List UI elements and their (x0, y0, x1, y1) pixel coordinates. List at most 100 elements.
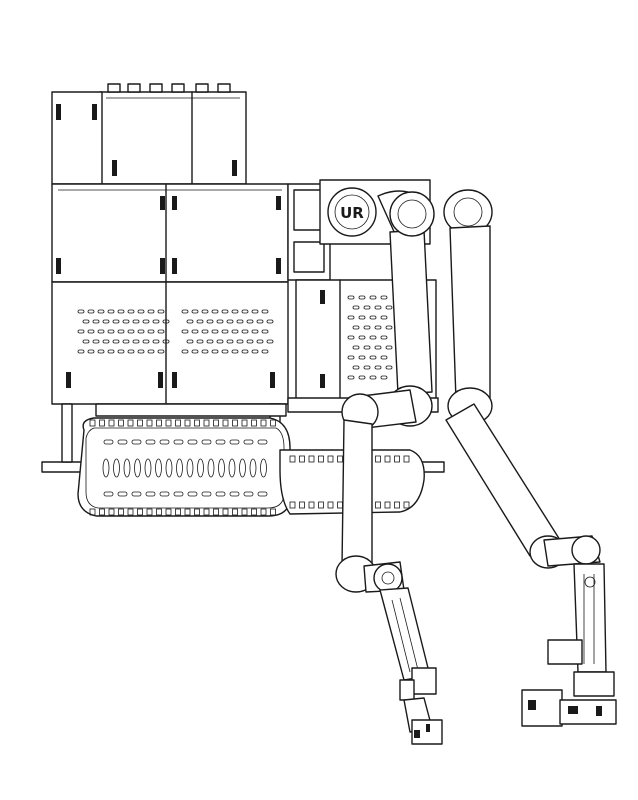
vent-slot (92, 339, 100, 344)
tread-lug (194, 508, 200, 516)
vent-slot (369, 315, 377, 320)
vent-slot (162, 319, 170, 324)
vent-slot (107, 349, 115, 354)
vent-slot (147, 309, 155, 314)
vent-slot (236, 339, 244, 344)
vent-slot (380, 315, 388, 320)
track-slot (145, 491, 156, 497)
track-slot (103, 439, 114, 445)
tread-lug (308, 501, 315, 509)
ur-logo-joint: UR (327, 187, 377, 237)
side-vent-slots (347, 295, 393, 380)
track-slot (145, 439, 156, 445)
vent-slot (152, 339, 160, 344)
vent-slot (181, 309, 189, 314)
tread-lug (260, 508, 267, 516)
vent-slot (241, 309, 249, 314)
tread-lug (394, 501, 400, 509)
track-slot (201, 491, 212, 497)
vent-slot (369, 295, 377, 300)
vent-slot (221, 329, 229, 334)
left-robot-arm (335, 190, 443, 745)
vent-slots (77, 309, 274, 354)
track-slot (131, 439, 142, 445)
track-slot (243, 491, 254, 497)
vent-slot (363, 365, 371, 370)
tread-lug (232, 508, 238, 516)
track-hole (134, 458, 141, 478)
vent-slot (127, 329, 135, 334)
track-slot (173, 439, 184, 445)
vent-slot (87, 309, 95, 314)
vent-slot (251, 349, 259, 354)
vent-slot (87, 329, 95, 334)
tread-lug (156, 508, 162, 516)
tread-lug (184, 508, 191, 516)
vent-slot (201, 329, 209, 334)
track-holes (102, 439, 268, 497)
vent-slot (127, 349, 135, 354)
vent-slot (82, 319, 90, 324)
tread-lug (194, 419, 200, 427)
track-hole (197, 458, 204, 478)
vent-slot (347, 315, 355, 320)
vent-slot (352, 305, 360, 310)
vent-slot (347, 335, 355, 340)
vent-slot (385, 325, 393, 330)
vent-slot (216, 319, 224, 324)
vent-slot (241, 329, 249, 334)
vent-slot (347, 295, 355, 300)
tread-lug (327, 455, 334, 463)
track-slot (117, 491, 128, 497)
vent-slot (206, 339, 214, 344)
vent-slot (380, 375, 388, 380)
vent-slot (97, 309, 105, 314)
vent-slot (157, 329, 165, 334)
right-robot-arm (443, 189, 617, 727)
vent-slot (226, 339, 234, 344)
track-slot (229, 439, 240, 445)
vent-slot (77, 309, 85, 314)
vent-slot (132, 319, 140, 324)
tread-lug (222, 419, 229, 427)
vent-slot (221, 349, 229, 354)
tread-lug (108, 419, 115, 427)
tread-lug (165, 508, 172, 516)
tread-lug (146, 508, 153, 516)
tread-lug (156, 419, 162, 427)
tread-lug (175, 419, 181, 427)
track-slot (187, 491, 198, 497)
vent-slot (358, 315, 366, 320)
track-hole (102, 458, 110, 478)
tread-lug (318, 455, 324, 463)
vent-slot (358, 335, 366, 340)
vent-slot (142, 339, 150, 344)
vent-slot (385, 305, 393, 310)
middle-cabinet (51, 183, 289, 283)
vent-slot (137, 349, 145, 354)
track-hole (260, 458, 267, 478)
tread-lug (299, 501, 305, 509)
tread-lug (299, 455, 305, 463)
vent-slot (363, 305, 371, 310)
tread-lug (394, 455, 400, 463)
vent-slot (147, 329, 155, 334)
tread-lug (99, 508, 105, 516)
vent-slot (211, 309, 219, 314)
tread-lug (384, 455, 391, 463)
track-hole (249, 458, 257, 478)
vent-slot (369, 375, 377, 380)
tread-lug (289, 455, 296, 463)
vent-slot (358, 355, 366, 360)
track-slot (257, 491, 268, 497)
vent-slot (347, 375, 355, 380)
tread-lug (99, 419, 105, 427)
vent-slot (231, 309, 239, 314)
vent-slot (137, 309, 145, 314)
vent-slot (82, 339, 90, 344)
vent-slot (246, 319, 254, 324)
vent-slot (87, 349, 95, 354)
tread-lug (222, 508, 229, 516)
vent-slot (191, 349, 199, 354)
